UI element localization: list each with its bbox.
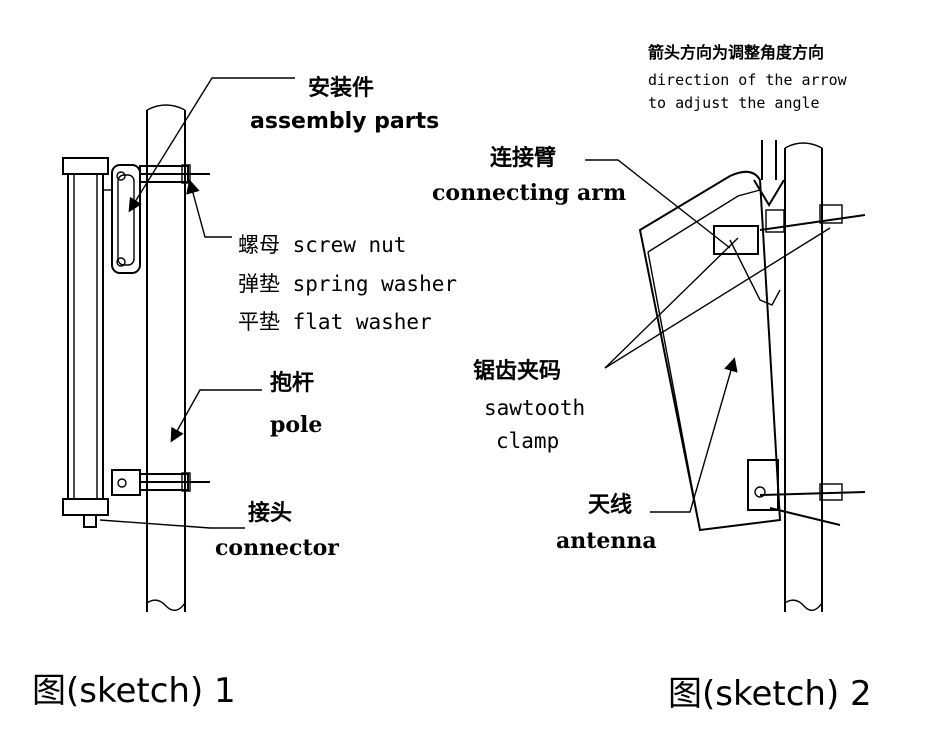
connector-en-label: connector: [215, 535, 339, 561]
sketch-2: 箭头方向为调整角度方向 direction of the arrow to ad…: [432, 43, 872, 714]
arrow-note-en-2: to adjust the angle: [648, 94, 820, 112]
leader-sawtooth-2: [604, 227, 831, 369]
antenna-en-label: antenna: [556, 528, 657, 554]
connector-port-1: [83, 514, 97, 528]
assembly-parts-en: assembly parts: [250, 109, 439, 134]
leader-pole: [170, 389, 262, 443]
spring-washer-label: 弹垫 spring washer: [238, 272, 457, 296]
antenna-1: [62, 157, 112, 516]
arrow-note-en-1: direction of the arrow: [648, 71, 848, 89]
connector-cn-label: 接头: [248, 501, 292, 526]
sawtooth-clamp-en-2: clamp: [496, 429, 559, 453]
leader-sawtooth-1: [604, 237, 739, 369]
leader-screw-nut: [186, 179, 232, 238]
assembly-parts-cn: 安装件: [308, 75, 374, 101]
connecting-arm-en: connecting arm: [432, 180, 626, 206]
leader-connecting-arm: [585, 159, 731, 249]
pole-en-label: pole: [270, 412, 322, 438]
top-clamp-2: [713, 204, 866, 306]
sketch-1: 安装件 assembly parts 螺母 screw nut 弹垫 sprin…: [32, 75, 457, 711]
flat-washer-label: 平垫 flat washer: [238, 310, 432, 334]
caption-sketch-1: 图(sketch) 1: [32, 671, 236, 711]
leader-connector: [99, 519, 245, 529]
antenna-cn-label: 天线: [588, 492, 632, 518]
leader-antenna: [650, 357, 738, 513]
screw-nut-label: 螺母 screw nut: [238, 233, 406, 257]
adjust-direction-arrow: [753, 140, 785, 207]
bottom-bracket-1: [111, 469, 210, 496]
pole-2: [784, 142, 823, 612]
top-bracket-1: [111, 164, 210, 274]
sawtooth-clamp-cn: 锯齿夹码: [473, 358, 561, 384]
bottom-clamp-2: [747, 459, 866, 526]
arrow-note-cn: 箭头方向为调整角度方向: [648, 43, 824, 62]
sawtooth-clamp-en-1: sawtooth: [484, 396, 585, 420]
pole-cn-label: 抱杆: [270, 370, 314, 396]
caption-sketch-2: 图(sketch) 2: [668, 674, 872, 714]
antenna-2: [638, 170, 782, 532]
connecting-arm-cn: 连接臂: [490, 145, 556, 171]
pole-1: [146, 104, 186, 612]
leader-assembly: [128, 77, 295, 213]
